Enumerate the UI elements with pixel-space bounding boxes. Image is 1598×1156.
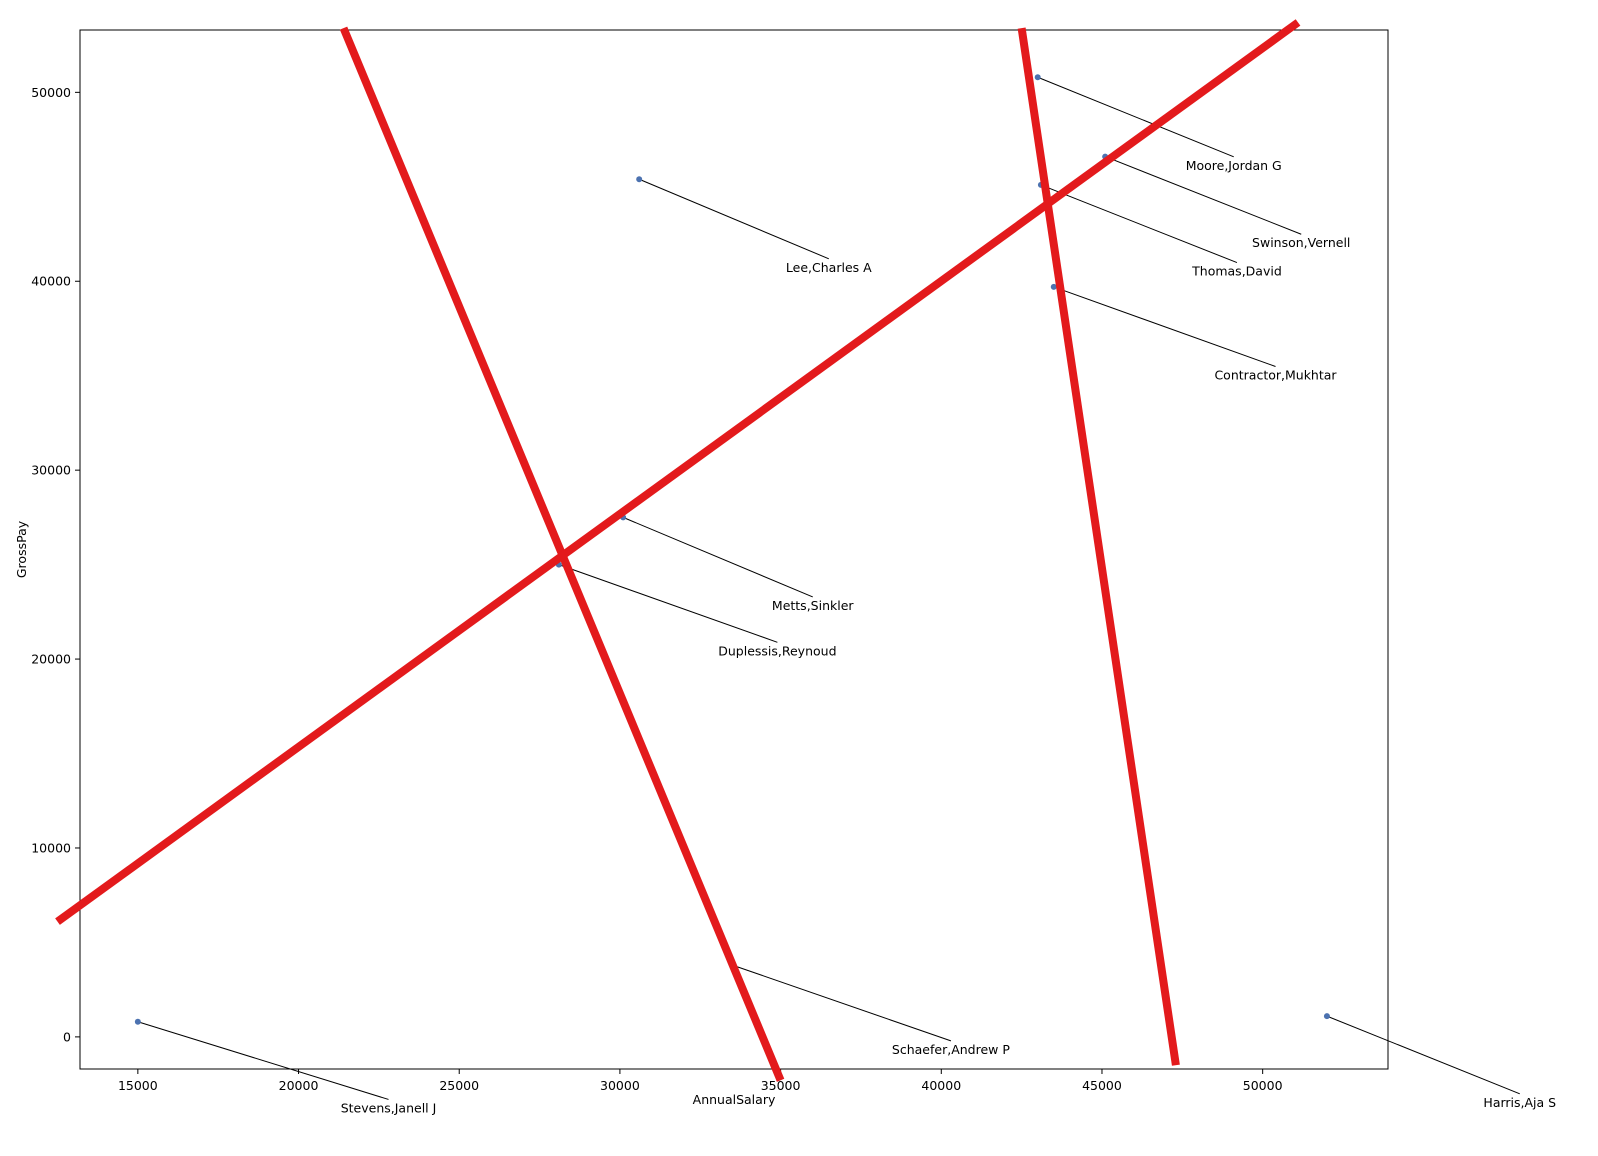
x-tick-label: 15000 <box>118 1078 158 1093</box>
y-tick-label: 50000 <box>31 85 71 100</box>
x-axis-label: AnnualSalary <box>693 1092 776 1107</box>
data-point <box>1050 283 1057 290</box>
red-overlay-strokes <box>55 19 1301 1082</box>
data-point <box>1034 74 1041 81</box>
x-tick-label: 45000 <box>1082 1078 1122 1093</box>
y-tick-label: 40000 <box>31 274 71 289</box>
x-tick-label: 25000 <box>439 1078 479 1093</box>
leader-lines <box>137 76 1520 1100</box>
data-point <box>636 176 643 183</box>
plot-area-frame <box>79 29 1389 1070</box>
x-tick-label: 35000 <box>761 1078 801 1093</box>
leader-line <box>1037 76 1234 158</box>
leader-line <box>732 964 952 1042</box>
leader-line <box>1040 184 1238 264</box>
leader-line <box>1105 156 1302 235</box>
leader-line <box>1326 1015 1520 1095</box>
y-tick-label: 0 <box>63 1029 71 1044</box>
y-axis: 0 10000 20000 30000 40000 50000 <box>31 85 80 1044</box>
leader-line <box>137 1021 389 1100</box>
point-label: Thomas,David <box>1191 264 1282 279</box>
x-tick-label: 20000 <box>279 1078 319 1093</box>
overlay-stroke <box>55 19 1301 925</box>
y-tick-label: 30000 <box>31 463 71 478</box>
leader-line <box>639 178 829 260</box>
x-tick-label: 40000 <box>921 1078 961 1093</box>
y-tick-label: 20000 <box>31 652 71 667</box>
y-tick-label: 10000 <box>31 840 71 855</box>
point-labels: Stevens,Janell J Lee,Charles A Metts,Sinkl… <box>341 158 1556 1116</box>
data-point <box>1323 1013 1330 1020</box>
data-point <box>134 1018 141 1025</box>
point-label: Stevens,Janell J <box>341 1100 437 1115</box>
point-label: Contractor,Mukhtar <box>1214 367 1337 382</box>
point-label: Duplessis,Reynoud <box>718 643 836 658</box>
point-label: Metts,Sinkler <box>772 598 854 613</box>
x-tick-label: 50000 <box>1243 1078 1283 1093</box>
leader-line <box>622 516 813 598</box>
leader-line <box>558 564 778 643</box>
point-label: Schaefer,Andrew P <box>892 1042 1010 1057</box>
x-tick-label: 30000 <box>600 1078 640 1093</box>
point-label: Harris,Aja S <box>1483 1095 1556 1110</box>
point-label: Swinson,Vernell <box>1252 235 1350 250</box>
y-axis-label: GrossPay <box>14 520 29 578</box>
point-label: Moore,Jordan G <box>1186 158 1282 173</box>
leader-line <box>1053 286 1276 367</box>
point-label: Lee,Charles A <box>786 260 872 275</box>
